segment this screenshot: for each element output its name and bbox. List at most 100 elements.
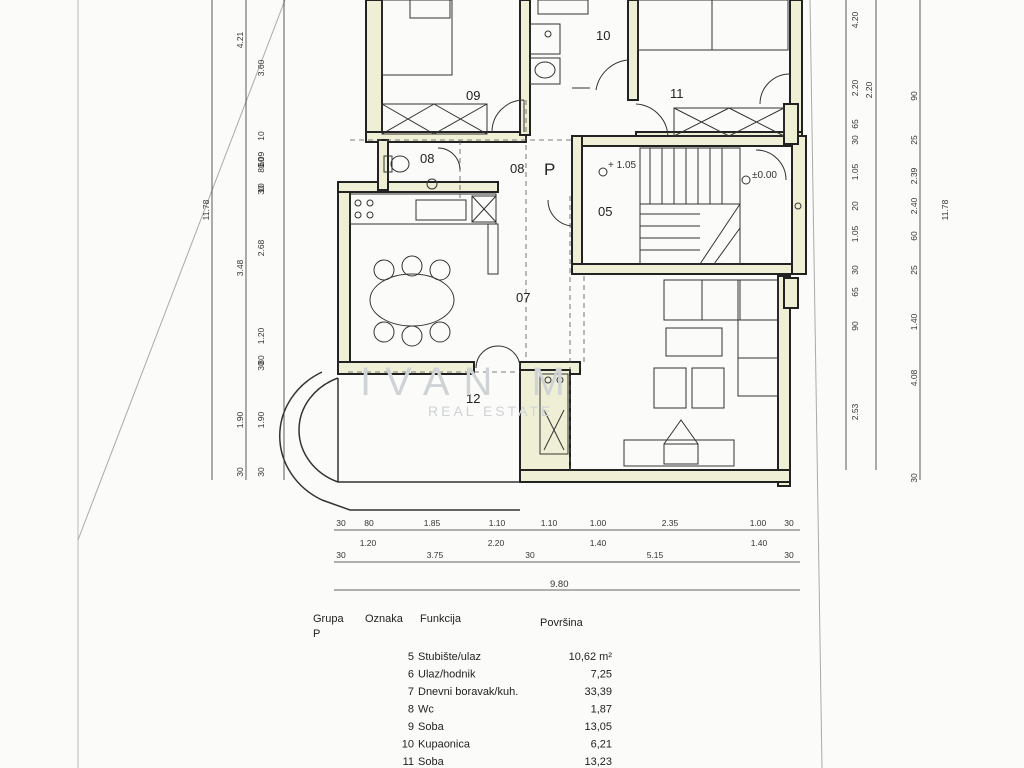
dim-label: 1.09 xyxy=(256,151,266,168)
dim-label: 11.78 xyxy=(201,199,211,220)
bathroom-10-fixtures xyxy=(529,0,629,91)
table-cell-name: Ulaz/hodnik xyxy=(418,669,476,681)
room-label-08-wc: 08 xyxy=(420,151,434,166)
dim-label: 2.20 xyxy=(850,79,860,96)
table-header-function: Funkcija xyxy=(420,613,462,625)
watermark-sub: REAL ESTATE xyxy=(428,403,553,419)
table-cell-name: Wc xyxy=(418,704,434,716)
table-cell-num: 11 xyxy=(403,756,414,768)
table-cell-area: 13,05 xyxy=(584,721,612,733)
dims-left-mid: 4.21 3.48 1.90 30 xyxy=(235,31,245,476)
table-cell-num: 7 xyxy=(408,686,414,698)
dim-label: 30 xyxy=(336,518,346,528)
dim-label: 10 xyxy=(256,131,266,141)
dim-label: 30 xyxy=(256,361,266,371)
dim-label: 90 xyxy=(909,91,919,101)
dining-table xyxy=(369,255,455,347)
table-header-group: Grupa xyxy=(313,613,344,625)
dim-label: 2.68 xyxy=(256,239,266,256)
room-label-11: 11 xyxy=(670,86,684,101)
table-cell-area: 10,62 m² xyxy=(569,651,613,663)
dim-label: 3.48 xyxy=(235,259,245,276)
dim-label: 30 xyxy=(784,550,794,560)
dim-label: 80 xyxy=(364,518,374,528)
dimension-lines xyxy=(211,0,921,591)
dim-label: 2.20 xyxy=(864,81,874,98)
dim-label: 1.00 xyxy=(590,518,607,528)
dim-label: 80 xyxy=(256,355,266,365)
living-furniture xyxy=(623,279,779,467)
dim-label: 3.60 xyxy=(256,59,266,76)
bedroom-11-furniture xyxy=(635,0,791,137)
dashed-lines xyxy=(348,100,585,470)
table-cell-name: Stubište/ulaz xyxy=(418,651,481,663)
dim-label: 30 xyxy=(256,467,266,477)
table-cell-name: Soba xyxy=(418,721,445,733)
table-cell-area: 13,23 xyxy=(584,756,612,768)
dim-label: 1.90 xyxy=(256,411,266,428)
room-label-12: 12 xyxy=(466,391,480,406)
table-header-code: Oznaka xyxy=(365,613,404,625)
table-cell-name: Dnevni boravak/kuh. xyxy=(418,686,518,698)
terrace-outline xyxy=(278,371,520,511)
dim-label: 30 xyxy=(850,265,860,275)
dim-label: 2.53 xyxy=(850,403,860,420)
dim-label: 10 xyxy=(256,183,266,193)
dim-label: 65 xyxy=(850,119,860,129)
dim-label: 30 xyxy=(850,135,860,145)
table-cell-area: 33,39 xyxy=(584,686,612,698)
watermark-brand: IVAN M xyxy=(360,360,579,404)
walls xyxy=(337,0,807,487)
dim-label: 20 xyxy=(850,201,860,211)
dim-label: 1.40 xyxy=(751,538,768,548)
dim-label: 1.20 xyxy=(360,538,377,548)
table-cell-area: 6,21 xyxy=(591,739,612,751)
dim-label: 1.20 xyxy=(256,327,266,344)
dim-label: 30 xyxy=(525,550,535,560)
room-label-05: 05 xyxy=(598,204,612,219)
dim-label: 4.21 xyxy=(235,31,245,48)
level-entry: ±0.00 xyxy=(752,170,777,181)
dims-right-outer: 11.78 xyxy=(940,199,950,220)
room-label-08-hall: 08 xyxy=(510,161,524,176)
room-label-p: P xyxy=(544,160,555,179)
table-cell-num: 9 xyxy=(408,721,414,733)
dim-label: 1.40 xyxy=(909,313,919,330)
dim-label: 5.15 xyxy=(647,550,664,560)
dims-left-outer: 11.78 xyxy=(201,199,211,220)
table-cell-num: 5 xyxy=(408,651,414,663)
dim-label: 2.35 xyxy=(662,518,679,528)
dim-label: 1.85 xyxy=(424,518,441,528)
stairs xyxy=(598,147,802,265)
dim-label: 2.39 xyxy=(909,167,919,184)
kitchen-counter xyxy=(349,193,499,275)
dim-label: 30 xyxy=(909,473,919,483)
dim-label: 4.20 xyxy=(850,11,860,28)
dim-label: 4.08 xyxy=(909,369,919,386)
table-header-area: Površina xyxy=(540,617,584,629)
dim-label: 1.10 xyxy=(489,518,506,528)
dim-label: 1.00 xyxy=(750,518,767,528)
room-label-10: 10 xyxy=(596,28,610,43)
dim-label: 1.40 xyxy=(590,538,607,548)
dims-right-top: 2.20 xyxy=(864,81,874,98)
dim-label: 90 xyxy=(850,321,860,331)
level-stair-top: + 1.05 xyxy=(608,160,637,171)
dim-label: 1.90 xyxy=(235,411,245,428)
dim-label: 60 xyxy=(256,157,266,167)
fireplace-unit xyxy=(539,373,569,455)
dim-label: 80 xyxy=(256,163,266,173)
dim-label: 25 xyxy=(909,135,919,145)
doors xyxy=(475,199,573,369)
dim-label: 3.75 xyxy=(427,550,444,560)
dim-label: 11.78 xyxy=(940,199,950,220)
room-label-07: 07 xyxy=(516,290,530,305)
table-cell-num: 10 xyxy=(402,739,414,751)
dim-label: 30 xyxy=(235,467,245,477)
dim-label: 30 xyxy=(256,185,266,195)
